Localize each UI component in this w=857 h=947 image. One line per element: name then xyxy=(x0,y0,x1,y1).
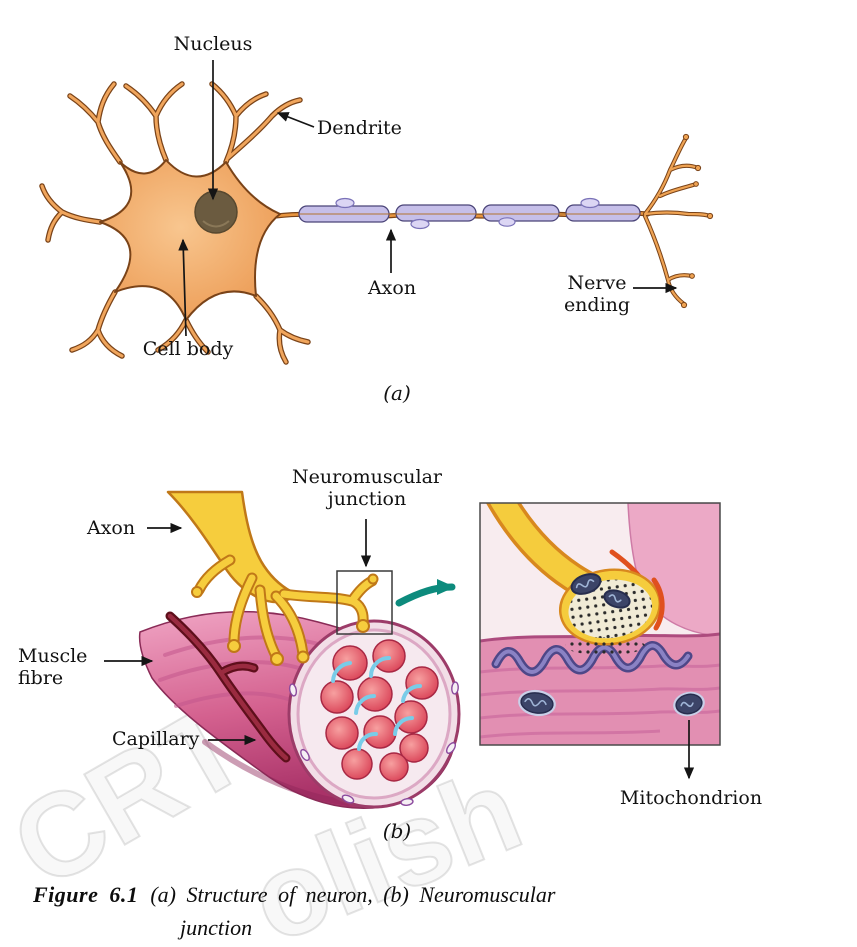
label-axon-a: Axon xyxy=(367,277,417,299)
terminal-mitochondrion xyxy=(570,573,602,595)
nerve-ending-tips xyxy=(680,133,714,309)
label-capillary: Capillary xyxy=(112,728,200,750)
rim-nuclei xyxy=(288,681,459,806)
myelin-segment xyxy=(565,204,641,222)
myelin-segment xyxy=(395,204,477,222)
label-axon-b: Axon xyxy=(87,517,136,539)
label-nerve-ending: Nerve ending xyxy=(563,272,631,317)
mitochondrion-left xyxy=(518,689,556,717)
sarcoplasm-highlights xyxy=(331,656,422,751)
muscle-cut-face xyxy=(287,619,461,809)
neuron-illustration xyxy=(42,84,714,362)
nerve-ending-branches xyxy=(645,133,714,309)
panel-a-tag: (a) xyxy=(383,381,411,405)
schwann-cell-nuclei xyxy=(335,197,600,230)
figure-number: Figure 6.1 xyxy=(33,882,139,907)
muscle-illustration xyxy=(138,490,461,809)
cell-body-arrow xyxy=(178,238,189,337)
released-vesicles xyxy=(565,637,645,655)
junction-inset xyxy=(479,502,721,746)
dendrite-arrow xyxy=(276,112,315,128)
inset-selection-box xyxy=(336,570,393,635)
synaptic-vesicles xyxy=(568,579,653,639)
myofibrils xyxy=(320,639,439,782)
label-mitochondrion: Mitochondrion xyxy=(619,787,763,809)
synaptic-cleft-edge xyxy=(651,577,665,631)
myelin-segment xyxy=(482,204,560,222)
caption-line2: junction xyxy=(180,915,253,940)
cell-body-soma xyxy=(99,159,281,321)
label-muscle-fibre: Muscle fibre xyxy=(18,645,88,690)
mitochondrion-right xyxy=(673,691,705,717)
myelin-sheath xyxy=(298,197,641,230)
motor-axon xyxy=(166,490,379,666)
muscle-shadow xyxy=(202,739,351,806)
inset-border xyxy=(479,502,721,746)
label-nucleus: Nucleus xyxy=(173,33,253,55)
zoom-arrow xyxy=(395,579,456,607)
panel-b-tag: (b) xyxy=(382,819,412,843)
axon-terminal-knobs xyxy=(191,573,379,666)
figure-caption: Figure 6.1 (a) Structure of neuron, (b) N… xyxy=(33,878,833,944)
label-cell-body: Cell body xyxy=(142,338,234,360)
label-arrows xyxy=(104,60,695,780)
nucleus-highlight xyxy=(202,220,230,228)
label-neuromuscular-junction: Neuromuscular junction xyxy=(292,466,442,511)
terminal-mitochondrion xyxy=(603,589,631,609)
label-dendrite: Dendrite xyxy=(317,117,402,139)
caption-line1: (a) Structure of neuron, (b) Neuromuscul… xyxy=(150,882,556,907)
